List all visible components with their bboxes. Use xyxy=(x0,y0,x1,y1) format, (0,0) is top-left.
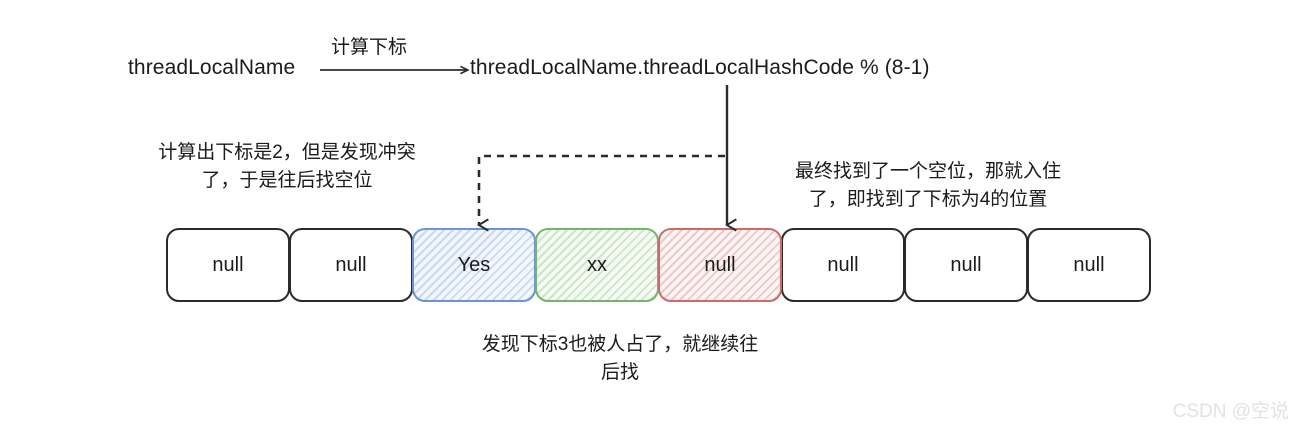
bucket-array: null null Yes xx null null null null xyxy=(166,228,1151,302)
bucket-cell-5[interactable]: null xyxy=(781,228,905,302)
bucket-cell-label: null xyxy=(950,253,982,276)
bucket-cell-label: null xyxy=(827,253,859,276)
bucket-cell-label: xx xyxy=(587,253,607,276)
note-index-3-occupied: 发现下标3也被人占了，就继续往 后找 xyxy=(481,334,759,383)
bucket-cell-2[interactable]: Yes xyxy=(412,228,536,302)
bucket-cell-label: null xyxy=(335,253,367,276)
note-found-empty-slot: 最终找到了一个空位，那就入住 了，即找到了下标为4的位置 xyxy=(794,161,1061,210)
bucket-cell-4[interactable]: null xyxy=(658,228,782,302)
bucket-cell-0[interactable]: null xyxy=(166,228,290,302)
source-label: threadLocalName xyxy=(128,56,296,79)
bucket-cell-label: null xyxy=(1073,253,1105,276)
bucket-cell-3[interactable]: xx xyxy=(535,228,659,302)
bucket-cell-label: null xyxy=(704,253,736,276)
bucket-cell-label: null xyxy=(212,253,244,276)
note-collision-at-index-2: 计算出下标是2，但是发现冲突 了，于是往后找空位 xyxy=(158,142,416,191)
bucket-cell-label: Yes xyxy=(457,253,491,276)
bucket-cell-6[interactable]: null xyxy=(904,228,1028,302)
bucket-cell-7[interactable]: null xyxy=(1027,228,1151,302)
csdn-watermark: CSDN @空说 xyxy=(1172,401,1289,422)
bucket-cell-1[interactable]: null xyxy=(289,228,413,302)
collision-dashed-arrow xyxy=(479,154,725,225)
hash-formula: threadLocalName.threadLocalHashCode % (8… xyxy=(470,56,930,79)
arrow-caption-compute-index: 计算下标 xyxy=(331,37,408,58)
